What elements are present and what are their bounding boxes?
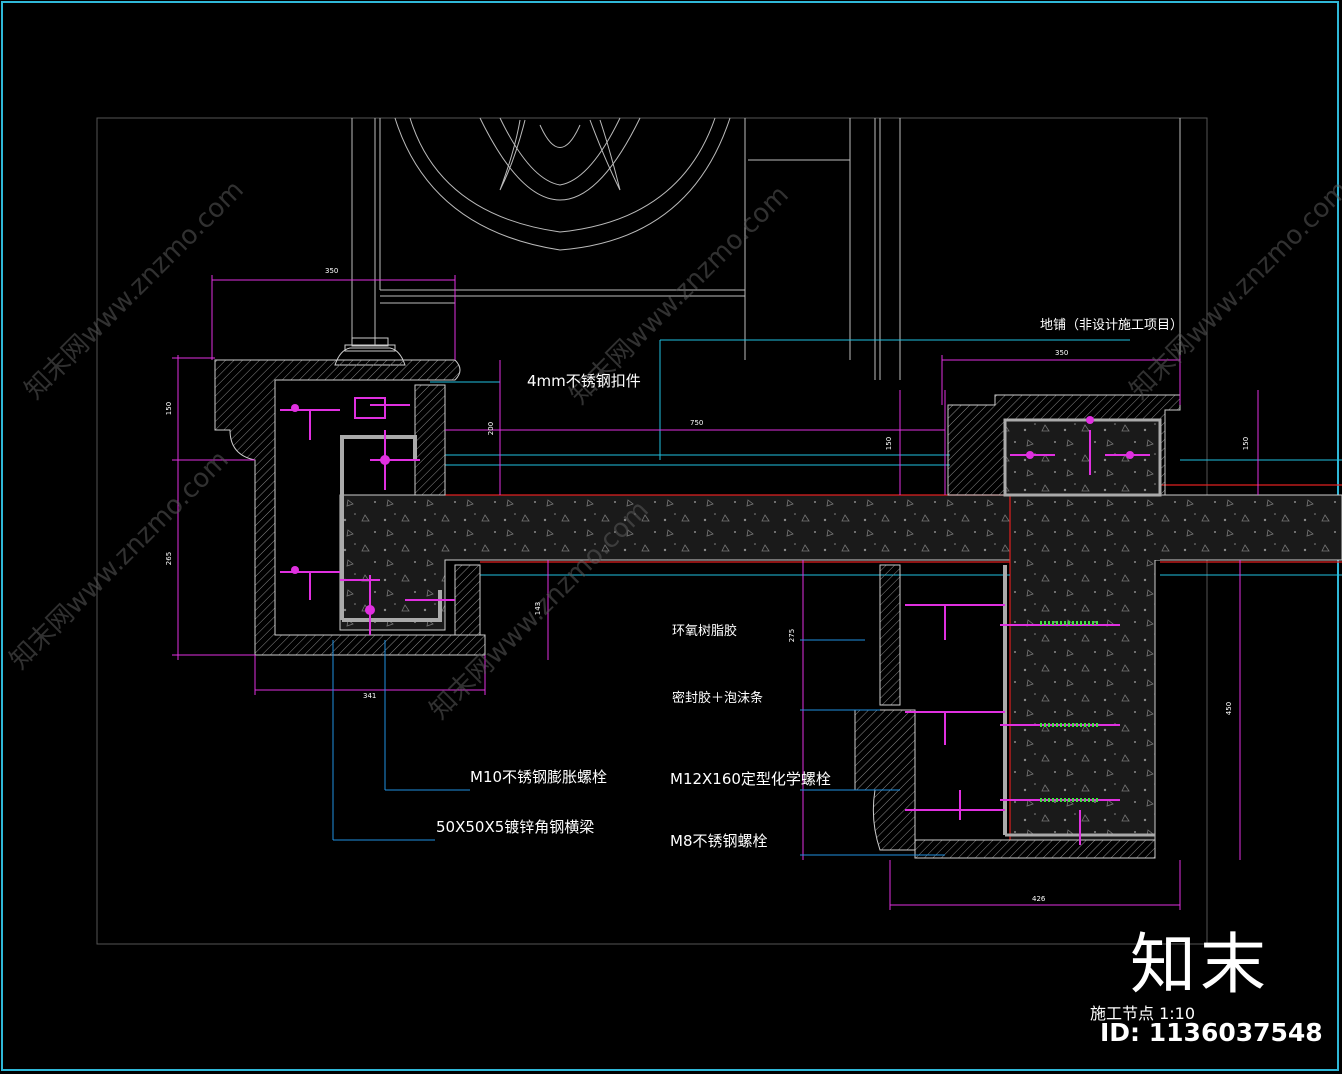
watermark-id: ID: 1136037548 — [1100, 1018, 1323, 1047]
leader-lines — [332, 639, 945, 856]
label-epoxy: 环氧树脂胶 — [672, 624, 738, 639]
drawing-caption: 施工节点 1:10 — [1090, 1004, 1196, 1023]
dim-426: 426 — [1032, 895, 1046, 903]
dim-350-left: 350 — [325, 267, 339, 275]
left-anchor-points — [291, 404, 390, 615]
dim-450: 450 — [1225, 701, 1234, 716]
dim-200: 200 — [487, 421, 496, 436]
threaded-rods — [1040, 621, 1100, 802]
dim-341: 341 — [363, 692, 377, 700]
label-m8-bolt: M8不锈钢螺栓 — [670, 832, 768, 850]
watermark-logo: 知末 — [1130, 926, 1270, 1003]
label-steel-clip: 4mm不锈钢扣件 — [527, 372, 641, 390]
dim-150-mid: 150 — [885, 436, 894, 451]
upper-slab-step — [1010, 485, 1160, 560]
dim-143: 143 — [534, 601, 543, 616]
dim-265: 265 — [165, 551, 174, 566]
dim-750: 750 — [690, 419, 704, 427]
decorative-panel — [351, 117, 1181, 380]
right-wall-cladding — [854, 564, 1156, 859]
dim-150-right: 150 — [1242, 436, 1251, 451]
label-m12-anchor: M12X160定型化学螺栓 — [670, 770, 831, 788]
label-angle-steel: 50X50X5镀锌角钢横梁 — [436, 818, 595, 836]
dim-350-right: 350 — [1055, 349, 1069, 357]
label-floor-paving: 地铺（非设计施工项目） — [1040, 318, 1184, 333]
dimension-lines — [172, 275, 1259, 910]
dim-275: 275 — [788, 628, 797, 643]
label-m10-bolt: M10不锈钢膨胀螺栓 — [470, 768, 608, 786]
cyan-lines — [430, 339, 1342, 576]
dim-150-left: 150 — [165, 401, 174, 416]
left-coping — [214, 359, 486, 656]
label-sealant: 密封胶＋泡沫条 — [672, 691, 764, 706]
column-base — [334, 337, 406, 366]
right-top-coping — [947, 394, 1181, 497]
